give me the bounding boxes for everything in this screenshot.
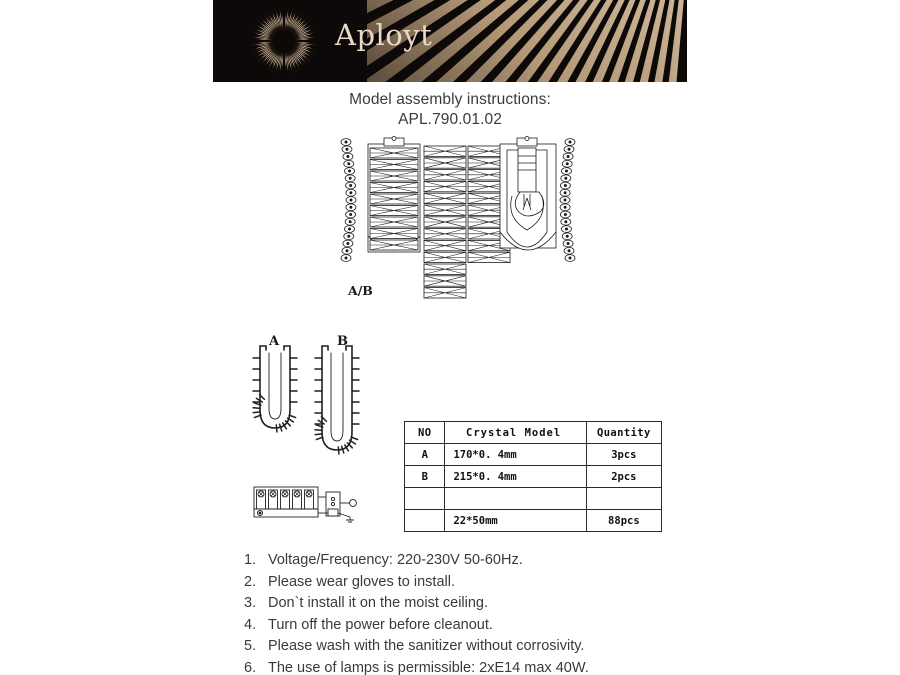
table-cell-no [403, 509, 446, 532]
title-line-2: APL.790.01.02 [398, 111, 502, 128]
list-item: 5. Please wash with the sanitizer withou… [244, 636, 864, 658]
table-cell-model: 215*0. 4mm [444, 465, 587, 488]
list-item-number: 2. [244, 573, 257, 590]
list-item-number: 4. [244, 616, 257, 633]
table-row [403, 487, 663, 510]
table-cell-no: B [403, 465, 446, 488]
table-header-model: Crystal Model [444, 421, 587, 444]
eclipse-sunburst-icon [251, 8, 317, 74]
table-cell-qty: 88pcs [585, 509, 663, 532]
list-item-text: Please wash with the sanitizer without c… [268, 638, 585, 654]
table-cell-qty: 3pcs [585, 443, 663, 466]
instruction-list: 1. Voltage/Frequency: 220-230V 50-60Hz. … [244, 550, 864, 675]
table-row: B 215*0. 4mm 2pcs [403, 465, 663, 488]
part-b-label: B [337, 334, 348, 349]
title-line-1: Model assembly instructions: [349, 91, 551, 108]
list-item-text: Turn off the power before cleanout. [268, 616, 493, 633]
crystal-strand-parts-diagram [252, 345, 360, 455]
table-cell-no: A [403, 443, 446, 466]
list-item: 4. Turn off the power before cleanout. [244, 615, 864, 637]
parts-table: NO Crystal Model Quantity A 170*0. 4mm 3… [403, 421, 663, 532]
crystal-sconce-assembly-diagram [340, 136, 576, 299]
table-row: A 170*0. 4mm 3pcs [403, 443, 663, 466]
list-item-text: Don`t install it on the moist ceiling. [268, 595, 489, 611]
brand-wordmark: Aployt [335, 18, 433, 52]
table-cell-model: 22*50mm [444, 509, 587, 532]
page-title: Model assembly instructions: APL.790.01.… [0, 90, 900, 130]
main-diagram-ab-label: A/B [348, 283, 373, 298]
list-item-number: 3. [244, 595, 257, 611]
list-item-number: 5. [244, 638, 257, 654]
part-a-label: A [269, 334, 280, 349]
list-item-text: Please wear gloves to install. [268, 573, 455, 590]
list-item: 3. Don`t install it on the moist ceiling… [244, 593, 864, 615]
list-item: 1. Voltage/Frequency: 220-230V 50-60Hz. [244, 550, 864, 572]
list-item-number: 1. [244, 552, 257, 568]
list-item-text: The use of lamps is permissible: 2xE14 m… [268, 659, 589, 675]
table-cell-model [444, 487, 587, 510]
list-item: 2. Please wear gloves to install. [244, 572, 864, 594]
table-row: 22*50mm 88pcs [403, 509, 663, 532]
table-header-quantity: Quantity [585, 421, 663, 444]
table-cell-qty [585, 487, 663, 510]
table-cell-model: 170*0. 4mm [444, 443, 587, 466]
list-item: 6. The use of lamps is permissible: 2xE1… [244, 658, 864, 675]
terminal-block-wiring-diagram [253, 486, 357, 523]
brand-banner: Aployt [213, 0, 687, 82]
table-cell-qty: 2pcs [585, 465, 663, 488]
list-item-number: 6. [244, 659, 257, 675]
table-header-row: NO Crystal Model Quantity [403, 421, 663, 444]
table-header-no: NO [403, 421, 446, 444]
list-item-text: Voltage/Frequency: 220-230V 50-60Hz. [268, 552, 523, 568]
table-cell-no [403, 487, 446, 510]
